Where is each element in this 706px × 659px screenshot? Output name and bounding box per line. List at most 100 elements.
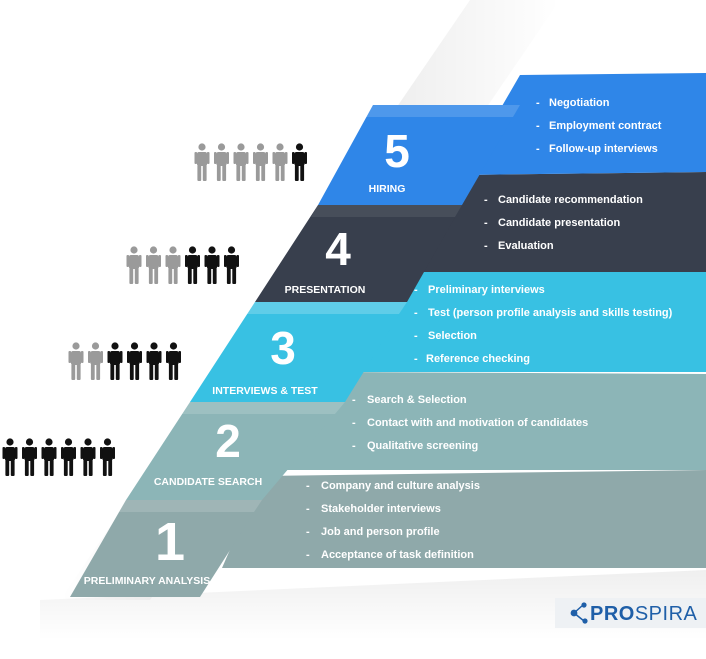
stage-2-number: 2: [215, 415, 241, 467]
person-icon-grey: [146, 246, 161, 284]
list-item: Negotiation: [549, 97, 610, 109]
stage-2-items: - Search & Selection - Contact with and …: [352, 394, 588, 452]
list-item: Acceptance of task definition: [321, 549, 474, 561]
stage-4-info-band: [407, 172, 706, 272]
list-item: Test (person profile analysis and skills…: [428, 307, 673, 319]
list-item: Reference checking: [426, 353, 530, 365]
stage-1-dash: -: [306, 549, 310, 561]
stage-1-info-band: [222, 470, 706, 568]
person-icon-dark: [61, 438, 76, 476]
person-icon-grey: [88, 342, 103, 380]
stage-5-dash: -: [536, 97, 540, 109]
person-icon-grey: [253, 143, 268, 181]
stage-5-step: [318, 105, 520, 205]
stage-5-number: 5: [384, 125, 410, 177]
list-item: Qualitative screening: [367, 440, 478, 452]
stage-5-info-band: [462, 73, 706, 175]
stage-1-step: [70, 500, 262, 597]
stage-4-number: 4: [325, 223, 351, 275]
person-icon-grey: [68, 342, 84, 380]
list-item: Contact with and motivation of candidate…: [367, 417, 588, 429]
stage-2-title: CANDIDATE SEARCH: [154, 476, 262, 488]
list-item: Stakeholder interviews: [321, 503, 441, 515]
logo-text-rest: SPIRA: [634, 603, 698, 625]
stage-2-dash: -: [352, 417, 356, 429]
person-icon-dark: [80, 438, 96, 476]
stage-4-dash: -: [484, 194, 488, 206]
stage-4-items: - Candidate recommendation - Candidate p…: [484, 194, 643, 252]
person-icon-dark: [166, 342, 181, 380]
stage-5-dash: -: [536, 120, 540, 132]
stage-1: 1 PRELIMINARY ANALYSIS - Company and cul…: [70, 470, 706, 597]
stage-1-number: 1: [155, 512, 185, 572]
stage-4-step: [255, 205, 462, 302]
person-icon-dark: [204, 246, 220, 284]
prospira-logo: [555, 598, 706, 628]
people-group-stage-2: [2, 438, 115, 476]
stage-5: 5 HIRING - Negotiation - Employment cont…: [318, 73, 706, 205]
stage-1-dash: -: [306, 526, 310, 538]
person-icon-dark: [127, 342, 142, 380]
stage-1-dash: -: [306, 480, 310, 492]
person-icon-dark: [100, 438, 115, 476]
logo-wordmark: PROSPIRA: [590, 603, 697, 626]
stage-3-step-highlight: [247, 302, 407, 314]
stage-5-dash: -: [536, 143, 540, 155]
stage-1-dash: -: [306, 503, 310, 515]
logo-text-bold: PRO: [590, 603, 635, 625]
logo-background: [555, 598, 706, 628]
stage-5-step-highlight: [366, 105, 520, 117]
list-item: Job and person profile: [321, 526, 440, 538]
people-group-stage-3: [68, 342, 181, 380]
logo-molecule-icon: [570, 602, 588, 624]
person-icon-dark: [224, 246, 239, 284]
person-icon-dark: [292, 143, 307, 181]
stage-4-dash: -: [484, 240, 488, 252]
person-icon-grey: [272, 143, 288, 181]
list-item: Evaluation: [498, 240, 554, 252]
stage-1-step-highlight: [118, 500, 262, 512]
stage-4-step-highlight: [311, 205, 462, 217]
stage-3-step: [190, 302, 407, 402]
stage-1-items: - Company and culture analysis - Stakeho…: [306, 480, 480, 561]
person-icon-dark: [146, 342, 162, 380]
list-item: Follow-up interviews: [549, 143, 658, 155]
stage-3-dash: -: [414, 330, 418, 342]
stage-2-dash: -: [352, 394, 356, 406]
stage-3-number: 3: [270, 322, 296, 374]
stage-3-dash: -: [414, 353, 418, 365]
list-item: Selection: [428, 330, 477, 342]
stage-3-dash: -: [414, 284, 418, 296]
person-icon-dark: [41, 438, 57, 476]
stage-5-items: - Negotiation - Employment contract - Fo…: [536, 97, 662, 155]
stage-3-title: INTERVIEWS & TEST: [212, 385, 318, 397]
people-group-stage-5: [194, 143, 307, 181]
person-icon-grey: [214, 143, 229, 181]
list-item: Preliminary interviews: [428, 284, 545, 296]
stage-4-dash: -: [484, 217, 488, 229]
person-icon-dark: [107, 342, 123, 380]
stage-3-info-band: [345, 272, 706, 372]
stage-3-items: - Preliminary interviews - Test (person …: [414, 284, 673, 365]
stage-1-title: PRELIMINARY ANALYSIS: [84, 575, 210, 587]
person-icon-grey: [194, 143, 210, 181]
person-icon-grey: [126, 246, 142, 284]
stage-2-info-band: [283, 372, 706, 470]
list-item: Candidate recommendation: [498, 194, 643, 206]
stage-2-dash: -: [352, 440, 356, 452]
stage-2: 2 CANDIDATE SEARCH - Search & Selection …: [126, 372, 706, 500]
person-icon-dark: [22, 438, 37, 476]
people-group-stage-4: [126, 246, 239, 284]
list-item: Candidate presentation: [498, 217, 621, 229]
stage-4: 4 PRESENTATION - Candidate recommendatio…: [255, 172, 706, 302]
stage-3: 3 INTERVIEWS & TEST - Preliminary interv…: [190, 272, 706, 402]
person-icon-grey: [165, 246, 181, 284]
floor-shadow: [40, 570, 706, 640]
list-item: Search & Selection: [367, 394, 467, 406]
stage-2-step: [126, 402, 345, 500]
stage-4-title: PRESENTATION: [285, 284, 366, 296]
list-item: Company and culture analysis: [321, 480, 480, 492]
person-icon-dark: [185, 246, 200, 284]
stage-3-dash: -: [414, 307, 418, 319]
